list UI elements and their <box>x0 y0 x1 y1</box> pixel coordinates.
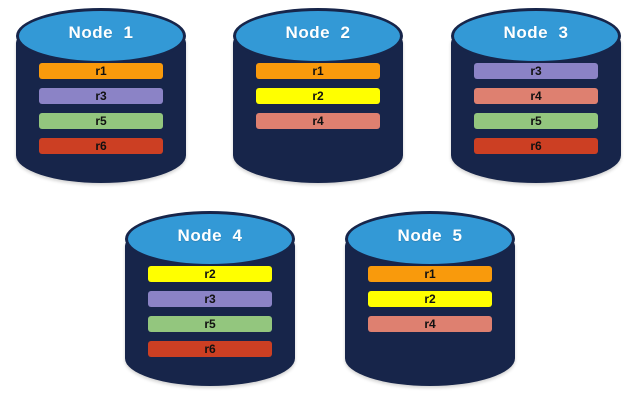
replica-list: r1 r2 r4 <box>345 266 515 341</box>
replica-bar[interactable]: r2 <box>368 291 492 307</box>
cylinder-top-ellipse <box>345 211 515 267</box>
replica-bar[interactable]: r2 <box>256 88 380 104</box>
replica-bar[interactable]: r3 <box>474 63 598 79</box>
replica-bar[interactable]: r5 <box>39 113 163 129</box>
replica-bar[interactable]: r3 <box>39 88 163 104</box>
node-title: Node 5 <box>397 226 463 245</box>
replica-bar[interactable]: r6 <box>39 138 163 154</box>
cylinder-top-ellipse <box>125 211 295 267</box>
cylinder-top-ellipse <box>16 8 186 64</box>
replica-bar[interactable]: r2 <box>148 266 272 282</box>
replica-bar[interactable]: r1 <box>256 63 380 79</box>
replica-bar[interactable]: r4 <box>256 113 380 129</box>
replica-bar[interactable]: r4 <box>368 316 492 332</box>
replica-list: r2 r3 r5 r6 <box>125 266 295 366</box>
cylinder-top-ellipse <box>233 8 403 64</box>
replica-list: r1 r3 r5 r6 <box>16 63 186 163</box>
node-title: Node 3 <box>503 23 569 42</box>
database-node-cylinder[interactable]: Node 2 r1 r2 r4 <box>233 5 403 185</box>
replica-bar[interactable]: r6 <box>148 341 272 357</box>
cylinder-top-ellipse <box>451 8 621 64</box>
node-title: Node 4 <box>177 226 243 245</box>
database-node-cylinder[interactable]: Node 1 r1 r3 r5 r6 <box>16 5 186 185</box>
replica-bar[interactable]: r4 <box>474 88 598 104</box>
database-node-cylinder[interactable]: Node 4 r2 r3 r5 r6 <box>125 208 295 388</box>
replica-bar[interactable]: r1 <box>39 63 163 79</box>
replica-bar[interactable]: r1 <box>368 266 492 282</box>
replica-bar[interactable]: r3 <box>148 291 272 307</box>
replica-list: r1 r2 r4 <box>233 63 403 138</box>
database-node-cylinder[interactable]: Node 5 r1 r2 r4 <box>345 208 515 388</box>
replica-bar[interactable]: r5 <box>148 316 272 332</box>
node-title: Node 2 <box>285 23 351 42</box>
node-title: Node 1 <box>68 23 134 42</box>
replica-bar[interactable]: r6 <box>474 138 598 154</box>
replica-bar[interactable]: r5 <box>474 113 598 129</box>
replica-list: r3 r4 r5 r6 <box>451 63 621 163</box>
database-node-cylinder[interactable]: Node 3 r3 r4 r5 r6 <box>451 5 621 185</box>
